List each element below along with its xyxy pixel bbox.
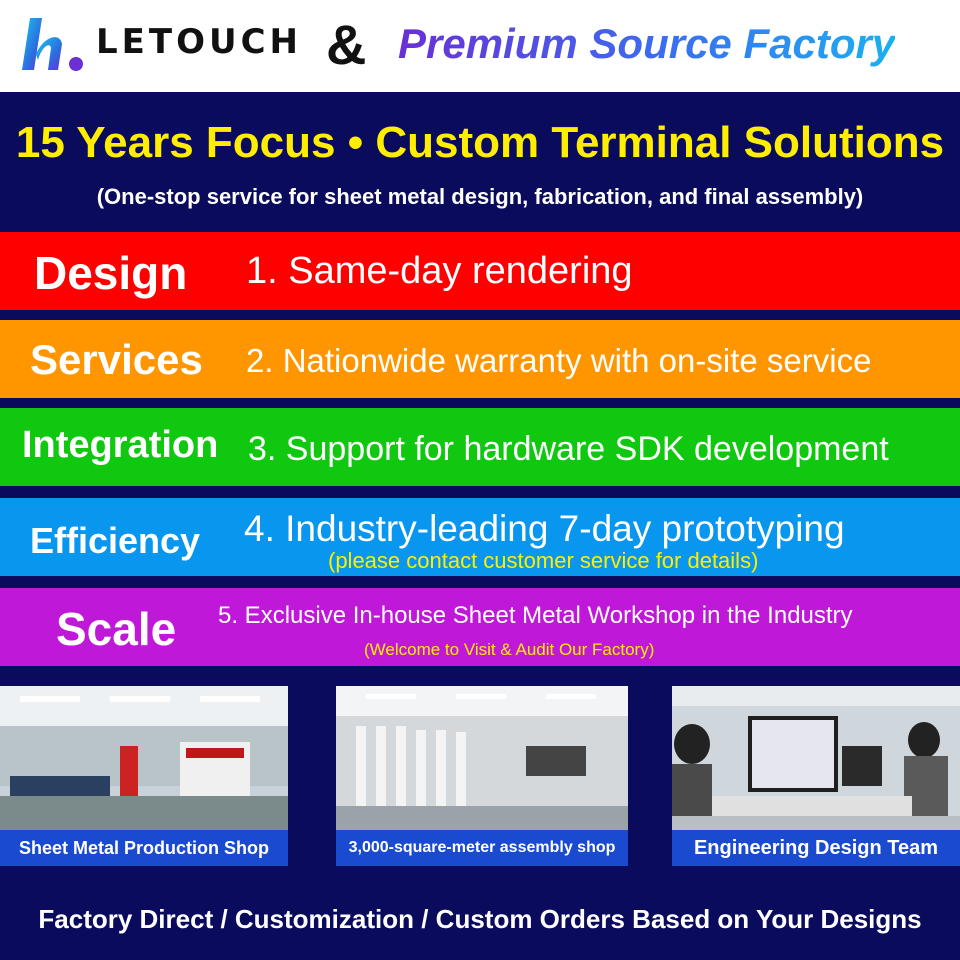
photo-caption: 3,000-square-meter assembly shop	[336, 830, 628, 866]
photo-caption: Engineering Design Team	[672, 830, 960, 866]
letouch-logo-icon	[22, 18, 83, 71]
photo-sheet-metal-shop: Sheet Metal Production Shop	[0, 686, 288, 866]
feature-band-services: Services 2. Nationwide warranty with on-…	[0, 320, 960, 398]
headline: 15 Years Focus • Custom Terminal Solutio…	[15, 118, 945, 167]
feature-text: 2. Nationwide warranty with on-site serv…	[246, 342, 872, 379]
feature-band-scale: Scale 5. Exclusive In-house Sheet Metal …	[0, 588, 960, 666]
feature-text: 5. Exclusive In-house Sheet Metal Worksh…	[218, 602, 853, 629]
feature-text: 3. Support for hardware SDK development	[248, 430, 889, 468]
feature-note: (Welcome to Visit & Audit Our Factory)	[364, 640, 655, 659]
feature-category: Design	[34, 247, 188, 299]
brand-name: LETOUCH	[96, 22, 303, 62]
subline: (One-stop service for sheet metal design…	[96, 184, 864, 209]
feature-category: Efficiency	[30, 520, 201, 561]
feature-text: 1. Same-day rendering	[246, 250, 633, 292]
photo-caption: Sheet Metal Production Shop	[0, 830, 288, 866]
header-bar: LETOUCH & Premium Source Factory	[0, 0, 960, 92]
feature-category: Integration	[22, 424, 219, 466]
feature-text: 4. Industry-leading 7-day prototyping	[244, 508, 845, 549]
feature-category: Services	[30, 336, 203, 383]
feature-band-design: Design 1. Same-day rendering	[0, 232, 960, 310]
feature-band-integration: Integration 3. Support for hardware SDK …	[0, 408, 960, 486]
feature-band-efficiency: Efficiency 4. Industry-leading 7-day pro…	[0, 498, 960, 576]
photo-engineering-team: Engineering Design Team	[672, 686, 960, 866]
ampersand: &	[326, 13, 367, 76]
feature-note: (please contact customer service for det…	[328, 548, 759, 573]
tagline: Premium Source Factory	[398, 20, 896, 67]
photo-assembly-shop: 3,000-square-meter assembly shop	[336, 686, 628, 866]
feature-category: Scale	[56, 603, 177, 655]
footer-text: Factory Direct / Customization / Custom …	[38, 904, 922, 934]
